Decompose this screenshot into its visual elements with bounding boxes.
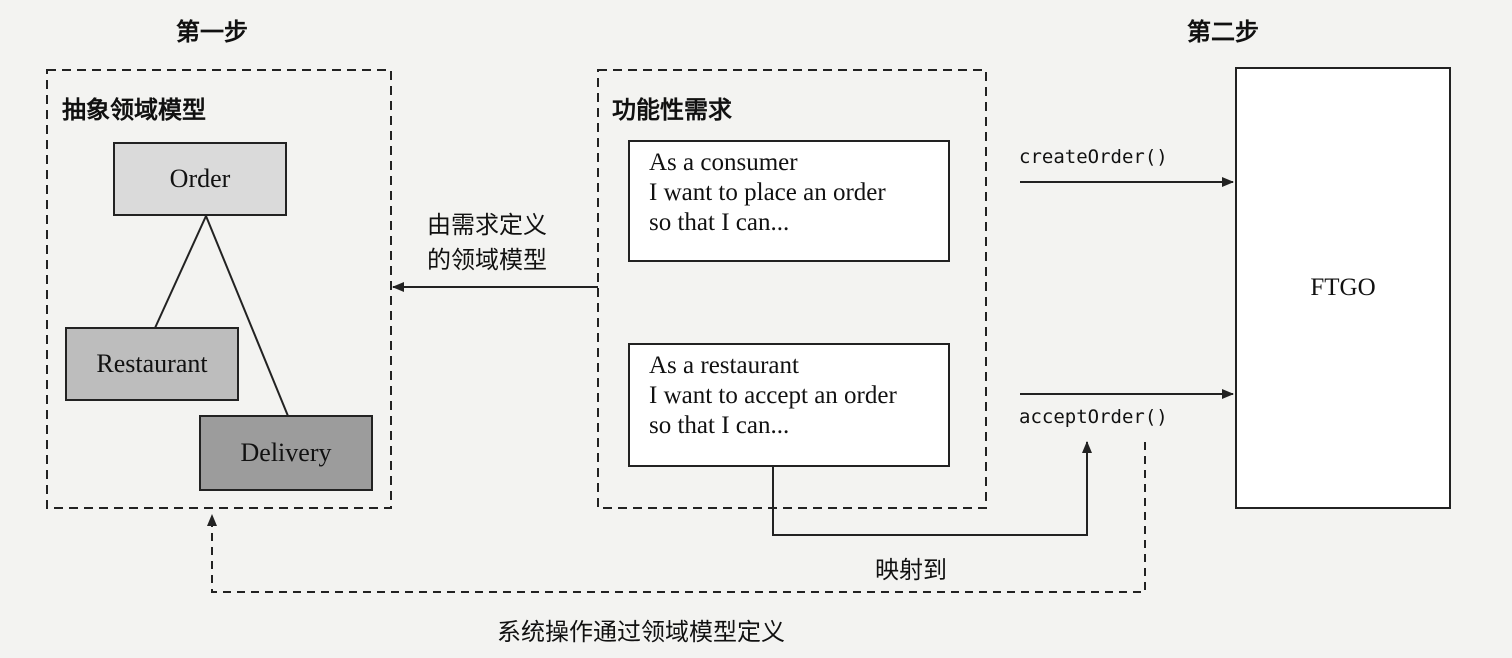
user-story-consumer: As a consumer I want to place an order s…: [628, 140, 950, 262]
user-story-restaurant: As a restaurant I want to accept an orde…: [628, 343, 950, 467]
defined-through-arrow: [207, 442, 1146, 593]
defined-by-label-line1: 由需求定义: [427, 211, 547, 239]
order-entity: Order: [113, 142, 287, 216]
story-line: As a restaurant: [649, 352, 799, 379]
domain-model-title: 抽象领域模型: [62, 96, 206, 124]
maps-to-label: 映射到: [875, 556, 947, 584]
requirements-frame: [597, 69, 987, 509]
order-delivery-link: [205, 215, 289, 417]
story-line: As a consumer: [649, 149, 798, 176]
defined-by-label-line2: 的领域模型: [427, 246, 547, 274]
defined-through-label: 系统操作通过领域模型定义: [497, 618, 785, 646]
step-one-heading: 第一步: [176, 18, 248, 46]
requirements-title: 功能性需求: [612, 96, 732, 124]
create-order-label: createOrder(): [1019, 146, 1168, 168]
maps-to-arrow: [772, 441, 1092, 536]
ftgo-system-box: FTGO: [1235, 67, 1451, 509]
story-line: so that I can...: [649, 412, 790, 439]
story-line: I want to accept an order: [649, 382, 897, 409]
restaurant-entity: Restaurant: [65, 327, 239, 401]
step-two-heading: 第二步: [1187, 18, 1259, 46]
story-line: I want to place an order: [649, 179, 886, 206]
accept-order-label: acceptOrder(): [1019, 406, 1168, 428]
order-restaurant-link: [154, 215, 207, 329]
delivery-entity: Delivery: [199, 415, 373, 491]
story-line: so that I can...: [649, 209, 790, 236]
domain-model-frame: [46, 69, 392, 509]
